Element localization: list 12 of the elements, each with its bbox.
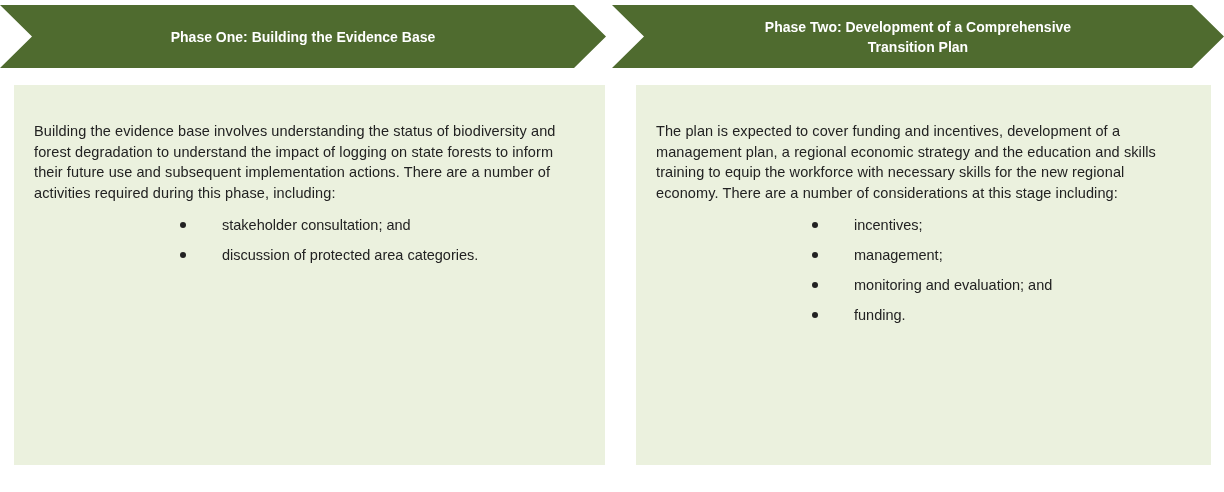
- bullet-text: stakeholder consultation; and: [222, 217, 411, 233]
- phase-heading: Phase One: Building the Evidence Base: [170, 27, 436, 47]
- bullet-text: monitoring and evaluation; and: [854, 277, 1053, 293]
- text-panel: [14, 85, 605, 465]
- description-text: Building the evidence base involves understanding the status of biodiversity and forest degradation to understand the impact of logging on state forests to inform their future use and subsequent implementation actions. There are a number of activities required during this phase, including:: [34, 122, 557, 203]
- bullet-text: funding.: [854, 307, 906, 323]
- bullet-text: management;: [854, 247, 943, 263]
- bullet-text: incentives;: [854, 217, 923, 233]
- description-text: The plan is expected to cover funding and incentives, development of a management plan, a regional economic strategy and the education and skills training to equip the workforce with necessary skills for the new regional economy. There are a number of considerations at this stage including:: [656, 122, 1157, 203]
- bullet-text: discussion of protected area categories.: [222, 247, 479, 263]
- phase-heading: Phase Two: Development of a Comprehensive Transition Plan: [763, 17, 1073, 57]
- text-panel: [636, 85, 1211, 465]
